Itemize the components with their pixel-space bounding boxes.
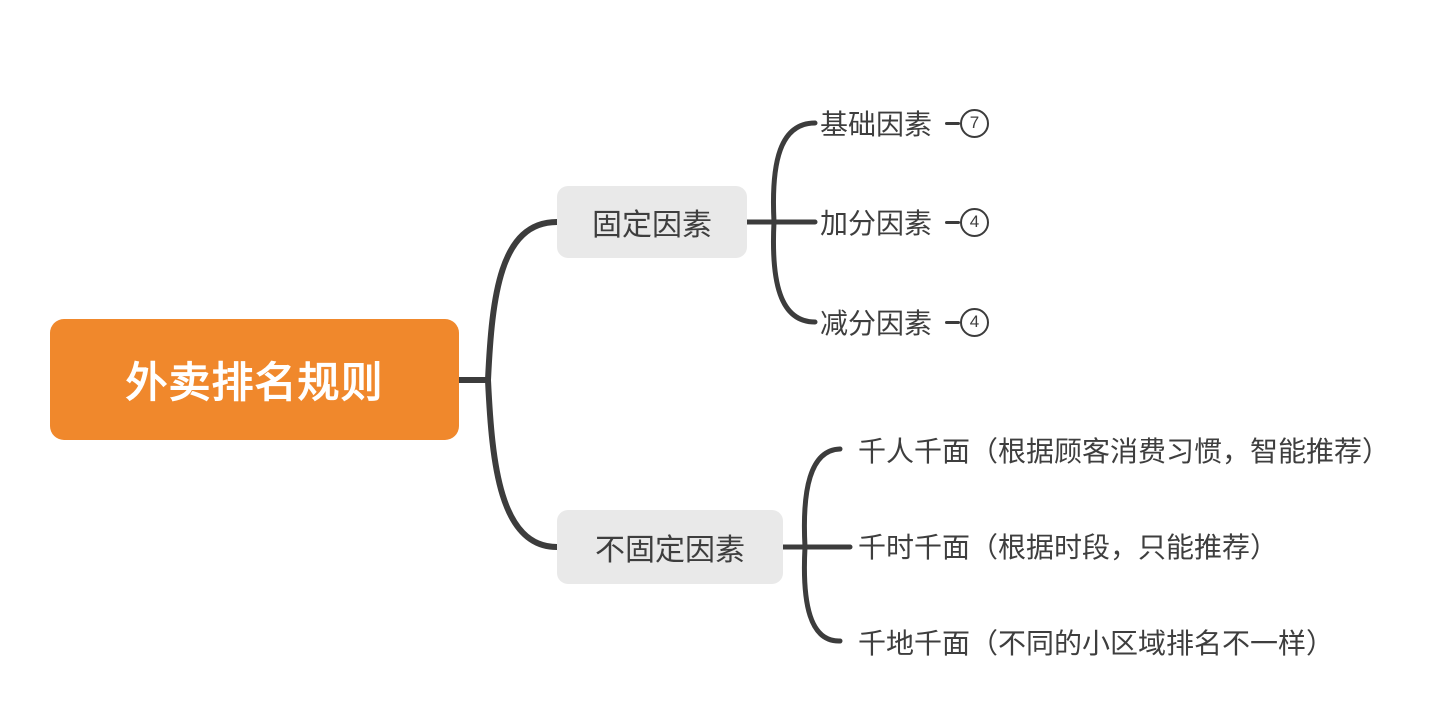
leaf-node-label: 减分因素 — [820, 308, 933, 339]
leaf-node-label: 千时千面（根据时段，只能推荐） — [858, 532, 1279, 563]
leaf-node-bonus-factors[interactable]: 加分因素 4 — [820, 202, 990, 242]
collapsed-count-badge[interactable]: 4 — [960, 307, 990, 337]
collapsed-count-badge[interactable]: 7 — [960, 108, 990, 138]
leaf-node-per-time[interactable]: 千时千面（根据时段，只能推荐） — [858, 526, 1278, 566]
leaf-node-label: 基础因素 — [820, 109, 933, 140]
collapse-stub-line — [945, 121, 961, 125]
collapsed-count-badge[interactable]: 4 — [960, 207, 990, 237]
branch-node-label: 不固定因素 — [595, 534, 745, 567]
branch-node-nonfixed-factors[interactable]: 不固定因素 — [557, 510, 783, 584]
collapse-stub-line — [945, 220, 961, 224]
leaf-node-per-area[interactable]: 千地千面（不同的小区域排名不一样） — [858, 622, 1334, 662]
branch-node-label: 固定因素 — [592, 209, 712, 242]
collapse-stub-line — [945, 320, 961, 324]
leaf-node-label: 加分因素 — [820, 208, 933, 239]
leaf-node-per-person[interactable]: 千人千面（根据顾客消费习惯，智能推荐） — [858, 430, 1390, 470]
root-node[interactable]: 外卖排名规则 — [50, 319, 459, 440]
leaf-node-basic-factors[interactable]: 基础因素 7 — [820, 103, 990, 143]
leaf-node-penalty-factors[interactable]: 减分因素 4 — [820, 302, 990, 342]
branch-node-fixed-factors[interactable]: 固定因素 — [557, 186, 747, 258]
leaf-node-label: 千人千面（根据顾客消费习惯，智能推荐） — [858, 436, 1391, 467]
root-node-label: 外卖排名规则 — [125, 359, 384, 406]
leaf-node-label: 千地千面（不同的小区域排名不一样） — [858, 628, 1335, 659]
